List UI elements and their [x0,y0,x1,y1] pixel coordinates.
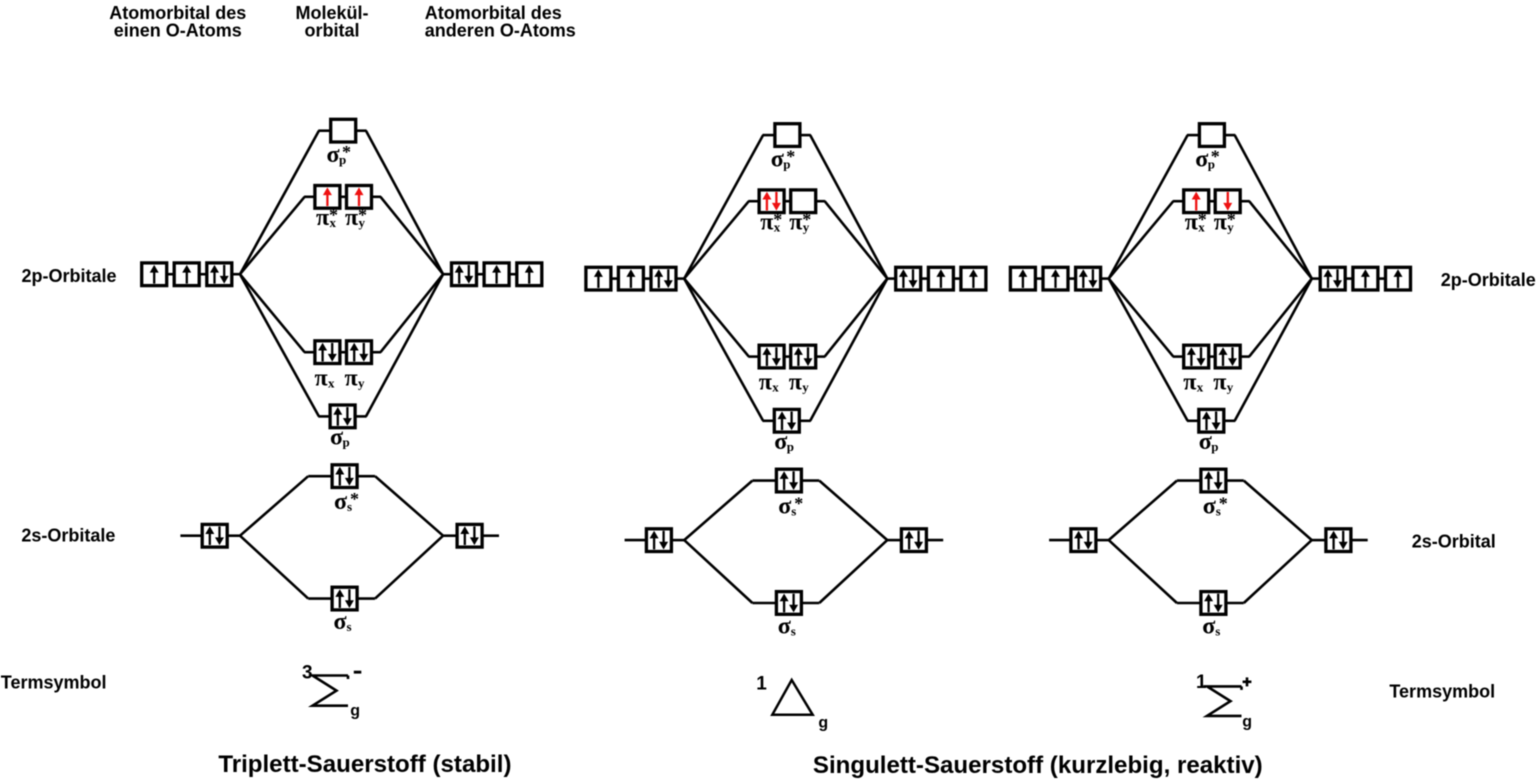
svg-text:p: p [343,434,350,449]
svg-text:σ: σ [771,146,784,172]
svg-text:y: y [358,375,365,390]
svg-text:σ: σ [1195,146,1208,172]
svg-text:p: p [783,156,790,171]
svg-text:2p-Orbitale: 2p-Orbitale [22,266,117,286]
svg-text:σ: σ [1203,493,1216,519]
svg-text:2s-Orbitale: 2s-Orbitale [21,526,115,546]
svg-text:π: π [345,365,358,391]
svg-text:*: * [350,489,359,509]
svg-text:2s-Orbital: 2s-Orbital [1412,532,1496,552]
svg-text:σ: σ [778,613,791,639]
svg-text:*: * [358,205,367,225]
svg-text:Atomorbital des: Atomorbital des [109,3,246,23]
svg-text:x: x [772,380,779,395]
svg-text:*: * [342,142,351,162]
svg-text:anderen O-Atoms: anderen O-Atoms [425,21,576,41]
svg-text:π: π [1214,210,1227,236]
svg-text:π: π [760,210,773,236]
svg-text:Triplett-Sauerstoff (stabil): Triplett-Sauerstoff (stabil) [218,751,511,778]
svg-text:einen O-Atoms: einen O-Atoms [114,21,242,41]
svg-text:p: p [787,439,794,454]
svg-text:x: x [330,215,337,230]
svg-text:π: π [789,210,802,236]
svg-text:s: s [347,619,352,634]
svg-text:σ: σ [1202,613,1215,639]
svg-text:π: π [316,205,329,231]
svg-text:x: x [328,375,335,390]
svg-text:p: p [1211,439,1218,454]
svg-text:g: g [1242,714,1252,731]
svg-text:y: y [1227,380,1234,395]
svg-text:3: 3 [302,662,313,683]
svg-text:π: π [1185,210,1198,236]
svg-text:*: * [1227,210,1236,230]
svg-text:y: y [1227,220,1234,235]
svg-text:orbital: orbital [304,21,359,41]
svg-text:σ: σ [774,429,787,455]
svg-text:*: * [802,210,811,230]
svg-text:π: π [1183,370,1196,396]
svg-text:π: π [759,370,772,396]
svg-text:x: x [1197,380,1204,395]
svg-text:σ: σ [334,609,347,635]
svg-text:*: * [794,493,803,513]
svg-text:x: x [774,220,781,235]
svg-text:2p-Orbitale: 2p-Orbitale [1441,270,1536,290]
svg-text:π: π [345,205,358,231]
svg-text:1: 1 [756,674,767,695]
svg-text:*: * [773,210,782,230]
svg-text:π: π [315,365,328,391]
svg-text:p: p [339,152,346,167]
svg-text:*: * [786,146,795,166]
svg-text:y: y [803,220,810,235]
svg-text:Molekül-: Molekül- [295,3,368,23]
svg-text:π: π [789,370,802,396]
svg-text:s: s [791,623,796,638]
svg-text:1: 1 [1196,672,1207,693]
svg-text:g: g [350,703,360,720]
svg-text:p: p [1208,156,1215,171]
svg-text:π: π [1213,370,1226,396]
svg-text:Singulett-Sauerstoff (kurzlebi: Singulett-Sauerstoff (kurzlebig, reaktiv… [813,752,1263,779]
svg-text:x: x [1198,220,1205,235]
svg-text:Atomorbital des: Atomorbital des [425,3,562,23]
svg-text:g: g [818,714,828,731]
svg-text:s: s [791,503,796,518]
svg-text:y: y [359,215,366,230]
svg-text:σ: σ [327,142,340,168]
svg-text:σ: σ [334,489,347,515]
svg-text:*: * [1219,493,1228,513]
svg-text:*: * [1211,146,1220,166]
svg-text:s: s [347,499,352,514]
svg-text:s: s [1216,503,1221,518]
svg-text:Termsymbol: Termsymbol [1,673,107,693]
svg-text:σ: σ [1199,429,1212,455]
svg-text:σ: σ [778,493,791,519]
svg-text:s: s [1215,623,1220,638]
svg-text:Termsymbol: Termsymbol [1389,682,1495,702]
svg-text:*: * [1198,210,1207,230]
svg-text:*: * [329,205,338,225]
svg-text:y: y [802,380,809,395]
svg-text:σ: σ [330,424,343,450]
